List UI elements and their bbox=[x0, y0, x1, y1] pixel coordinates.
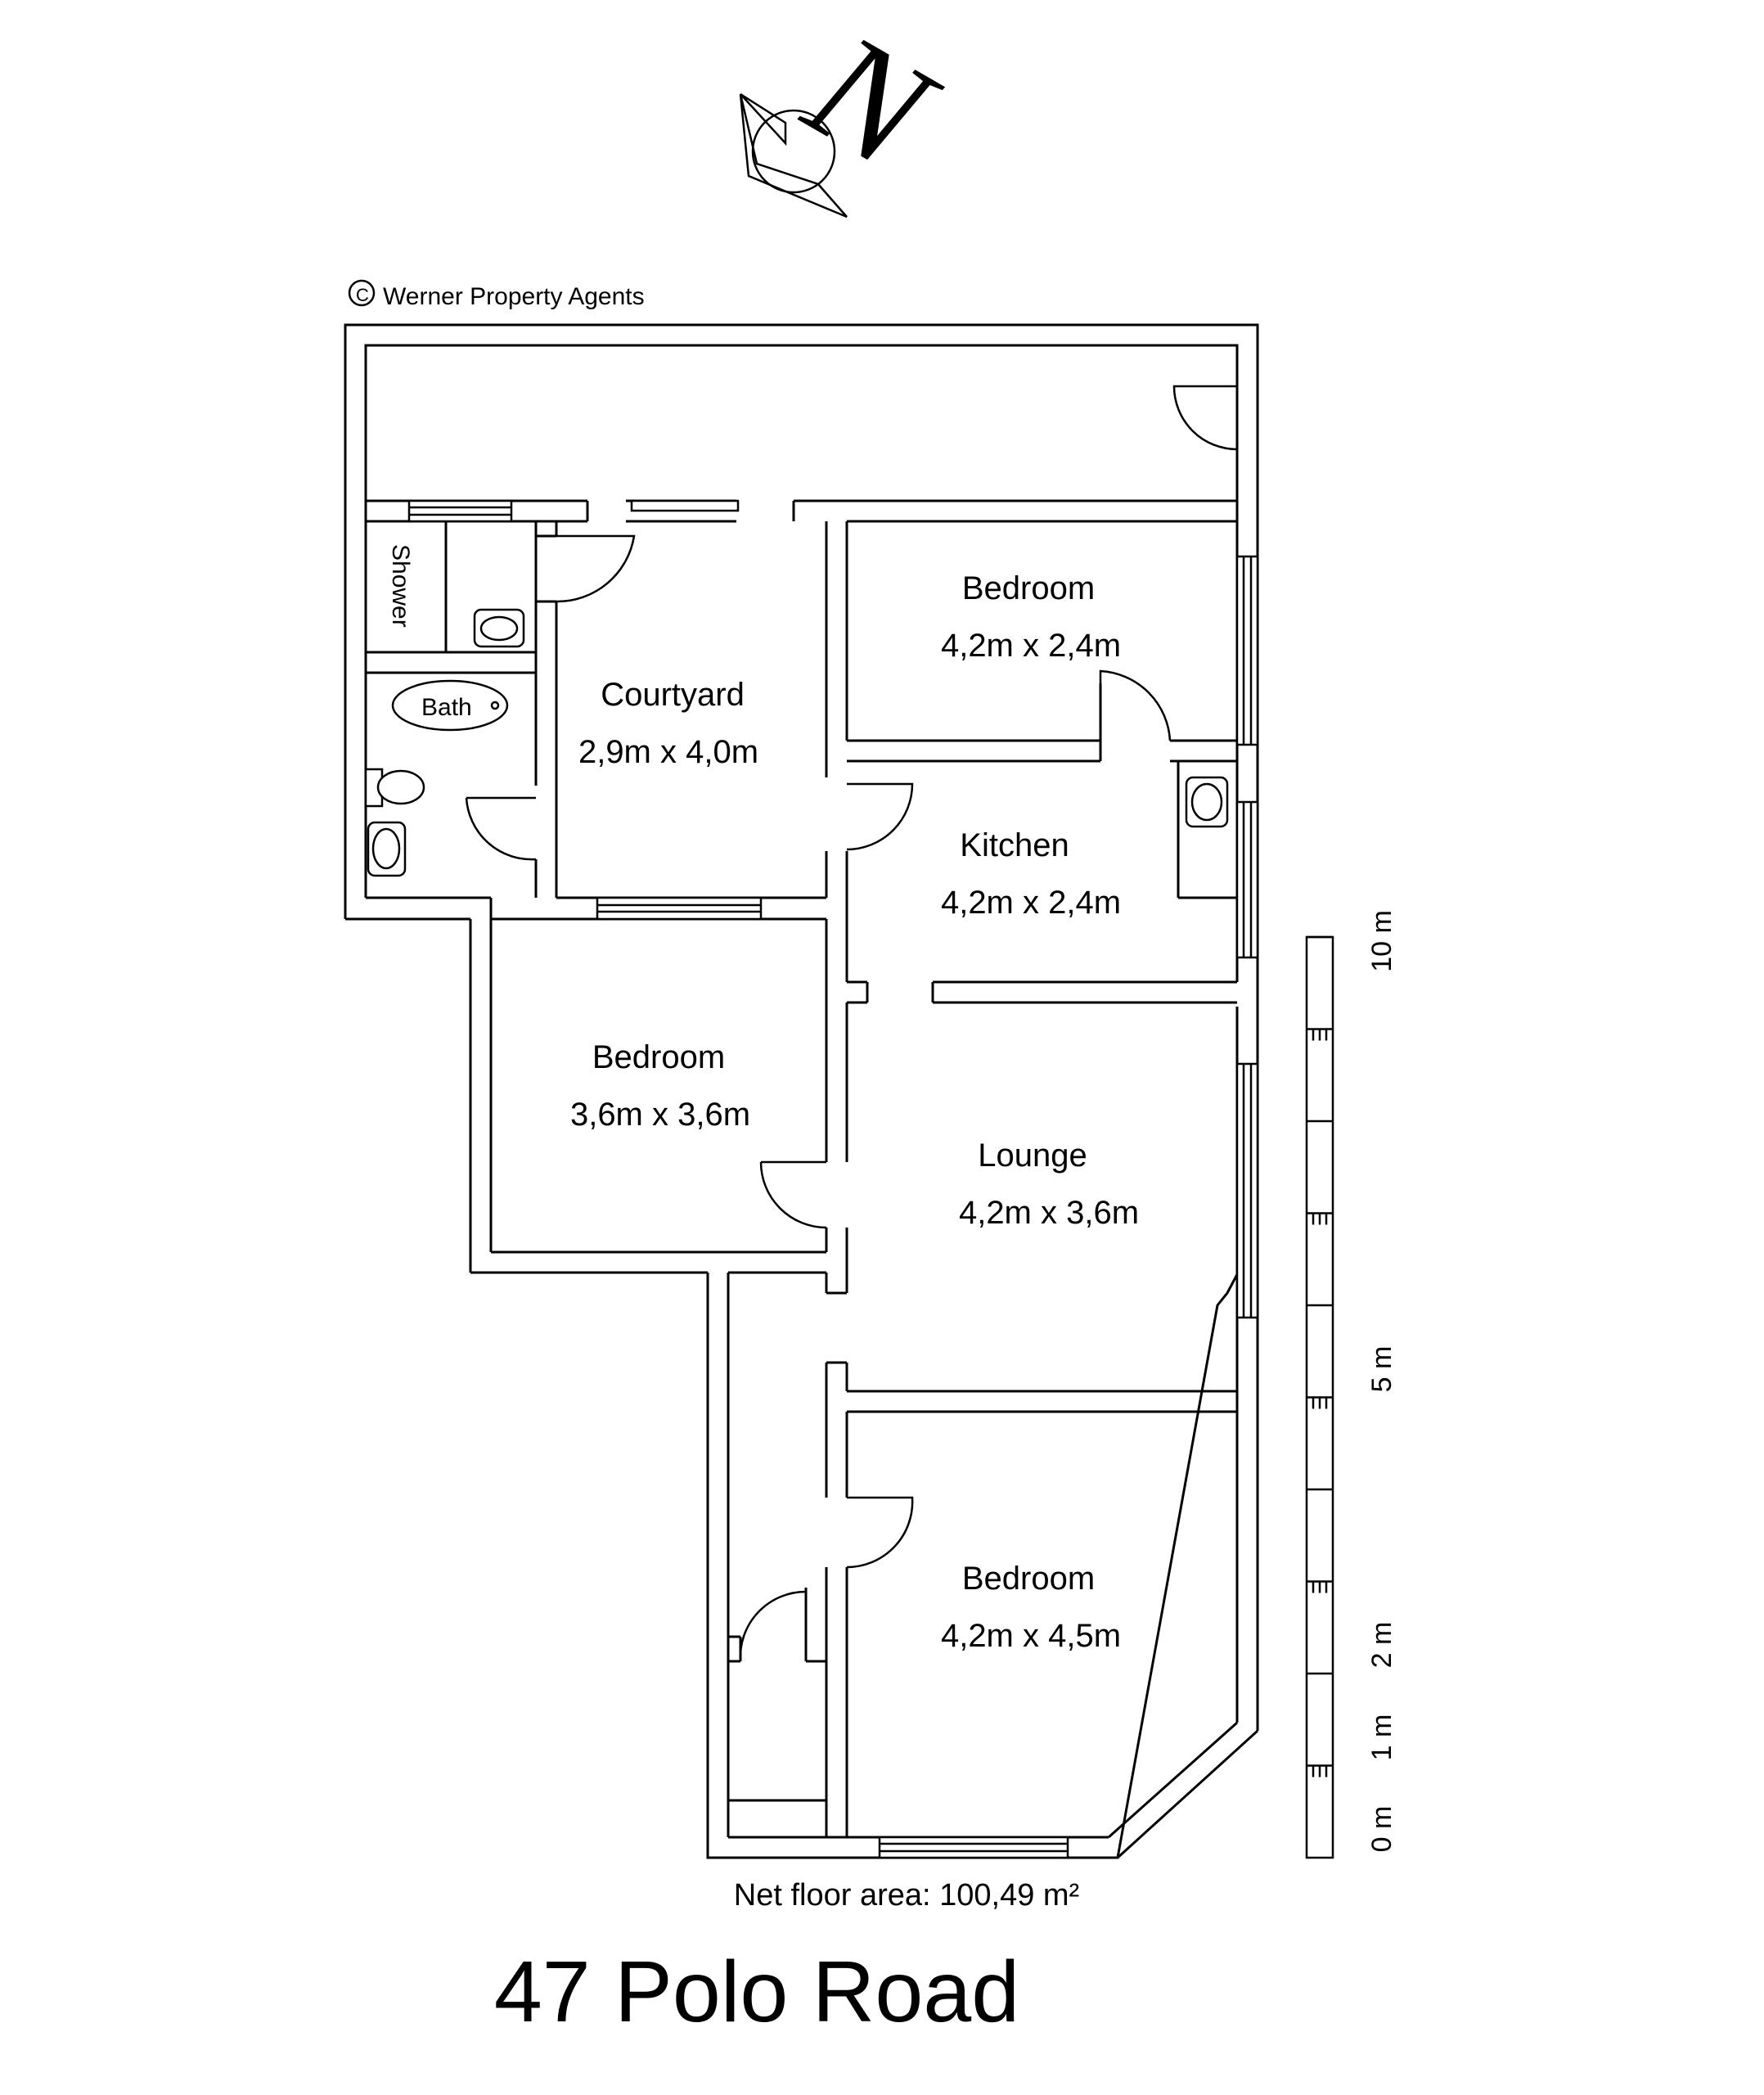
compass-arrow-icon bbox=[739, 93, 848, 219]
compass-north-label: N bbox=[780, 0, 964, 205]
door-swing bbox=[739, 1590, 807, 1662]
window bbox=[1235, 800, 1259, 959]
windows bbox=[407, 499, 1259, 1859]
room-name-bedroom-1: Bedroom bbox=[962, 570, 1095, 606]
property-title: 47 Polo Road bbox=[494, 1944, 1019, 2040]
room-name-kitchen: Kitchen bbox=[960, 827, 1069, 863]
scale-label-1m: 1 m bbox=[1366, 1714, 1397, 1761]
bath-icon bbox=[391, 679, 509, 732]
svg-text:C: C bbox=[356, 285, 369, 305]
room-size-courtyard: 2,9m x 4,0m bbox=[578, 734, 758, 770]
room-size-lounge: 4,2m x 3,6m bbox=[959, 1195, 1139, 1231]
room-size-kitchen: 4,2m x 2,4m bbox=[941, 885, 1121, 921]
window bbox=[878, 1836, 1069, 1859]
scale-bar: 10 m 5 m 2 m 1 m 0 m bbox=[1305, 910, 1397, 1859]
room-labels: Courtyard 2,9m x 4,0m Bedroom 4,2m x 2,4… bbox=[570, 570, 1139, 1654]
scale-label-5m: 5 m bbox=[1366, 1346, 1397, 1393]
room-name-bedroom-2: Bedroom bbox=[592, 1039, 725, 1075]
room-size-bedroom-2: 3,6m x 3,6m bbox=[570, 1097, 750, 1133]
room-size-bedroom-3: 4,2m x 4,5m bbox=[941, 1618, 1121, 1654]
doors bbox=[465, 385, 1238, 1662]
door-swing bbox=[759, 1161, 827, 1229]
north-compass: N bbox=[739, 0, 964, 219]
door-swing bbox=[1172, 385, 1238, 451]
copyright-text: Werner Property Agents bbox=[383, 283, 645, 310]
door-swing bbox=[465, 797, 537, 861]
window bbox=[1235, 555, 1259, 746]
scale-label-10m: 10 m bbox=[1366, 910, 1397, 972]
room-name-courtyard: Courtyard bbox=[601, 677, 745, 713]
scale-label-0m: 0 m bbox=[1366, 1806, 1397, 1853]
copyright-icon bbox=[348, 279, 376, 307]
bath-label: Bath bbox=[421, 694, 472, 721]
door-swing bbox=[846, 1496, 914, 1569]
door-swing bbox=[846, 782, 914, 851]
compass-circle-icon bbox=[751, 109, 836, 194]
window bbox=[630, 499, 740, 512]
window bbox=[596, 896, 763, 921]
fixtures: Bath Shower bbox=[364, 544, 1229, 877]
scale-label-2m: 2 m bbox=[1366, 1622, 1397, 1669]
scale-bar-ticks bbox=[1307, 935, 1333, 1777]
window bbox=[407, 499, 513, 523]
door-swing bbox=[556, 534, 636, 603]
door-swing bbox=[1099, 669, 1172, 741]
copyright-notice: C Werner Property Agents bbox=[348, 279, 645, 310]
toilet-icon bbox=[376, 769, 425, 805]
room-size-bedroom-1: 4,2m x 2,4m bbox=[941, 628, 1121, 664]
window bbox=[1235, 1062, 1259, 1319]
net-floor-area: Net floor area: 100,49 m² bbox=[734, 1878, 1079, 1913]
shower-label: Shower bbox=[387, 544, 414, 628]
room-name-bedroom-3: Bedroom bbox=[962, 1561, 1095, 1597]
room-name-lounge: Lounge bbox=[978, 1138, 1087, 1174]
